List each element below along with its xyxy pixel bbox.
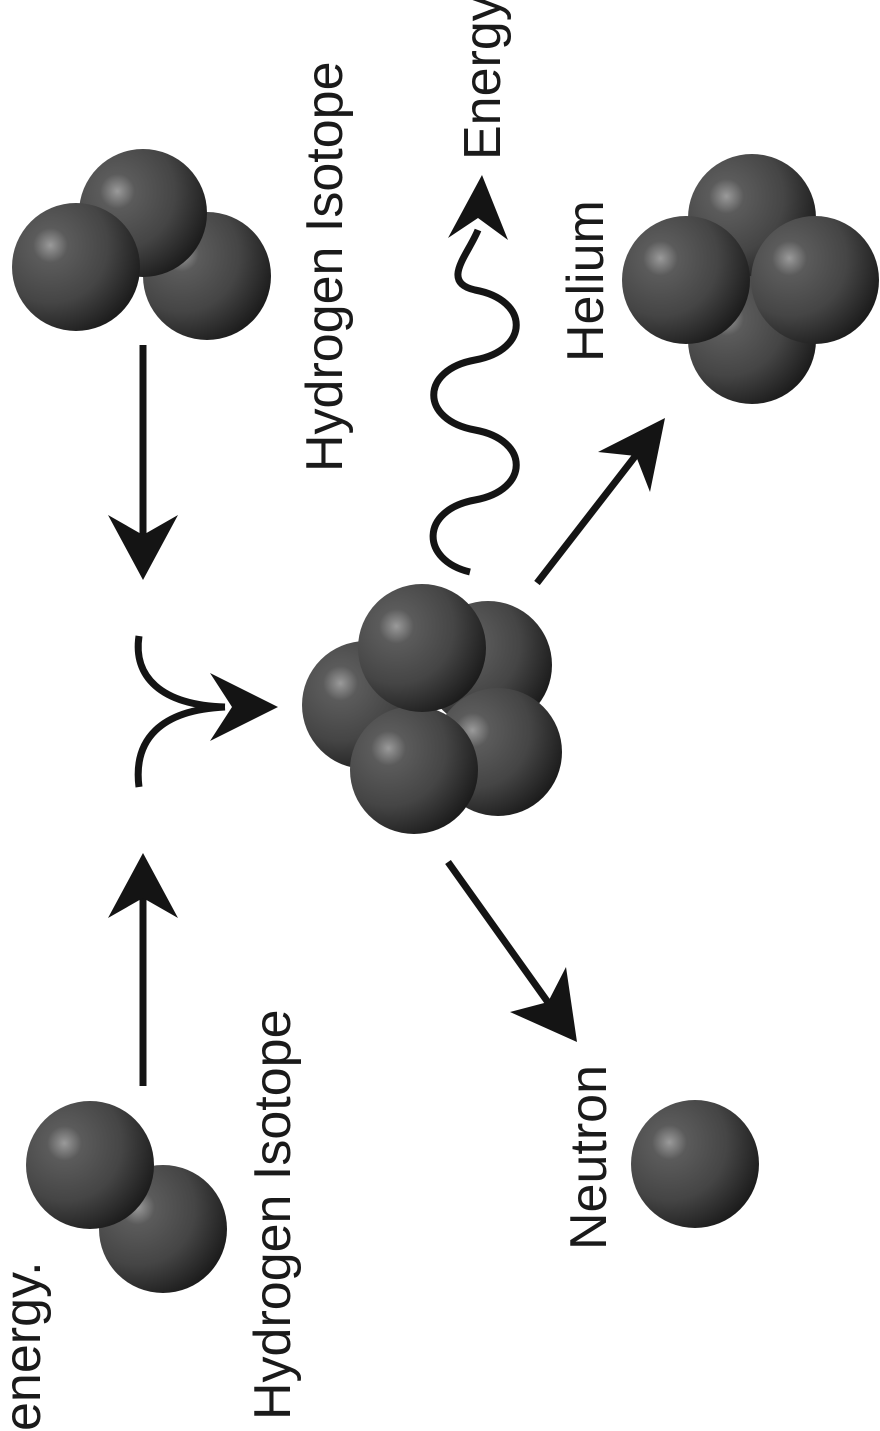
hydrogen-isotope-tritium xyxy=(12,149,271,340)
hydrogen-isotope-label-right: Hydrogen Isotope xyxy=(296,62,354,473)
nucleon xyxy=(12,203,140,331)
helium-nucleus xyxy=(622,154,879,404)
arrow-top-to-merge xyxy=(108,345,178,580)
nucleon xyxy=(631,1100,759,1228)
neutron-label: Neutron xyxy=(560,1065,618,1250)
energy-partial-label: energy. xyxy=(0,1261,52,1431)
arrow-merge-to-nucleus xyxy=(134,635,278,788)
arrow-bottom-to-merge xyxy=(108,853,178,1086)
helium-label: Helium xyxy=(557,200,615,362)
arrow-energy-wave xyxy=(429,175,520,576)
nucleon xyxy=(358,584,486,712)
hydrogen-isotope-deuterium xyxy=(26,1101,227,1293)
nucleon xyxy=(622,216,750,344)
nucleon xyxy=(751,216,879,344)
hydrogen-isotope-label-left: Hydrogen Isotope xyxy=(244,1010,302,1421)
nucleon xyxy=(350,706,478,834)
arrow-nucleus-to-neutron xyxy=(445,859,577,1042)
compound-nucleus xyxy=(302,584,562,834)
nucleon xyxy=(26,1101,154,1229)
arrow-nucleus-to-helium xyxy=(534,418,665,586)
energy-label: Energy xyxy=(454,0,512,160)
neutron-particle xyxy=(631,1100,759,1228)
